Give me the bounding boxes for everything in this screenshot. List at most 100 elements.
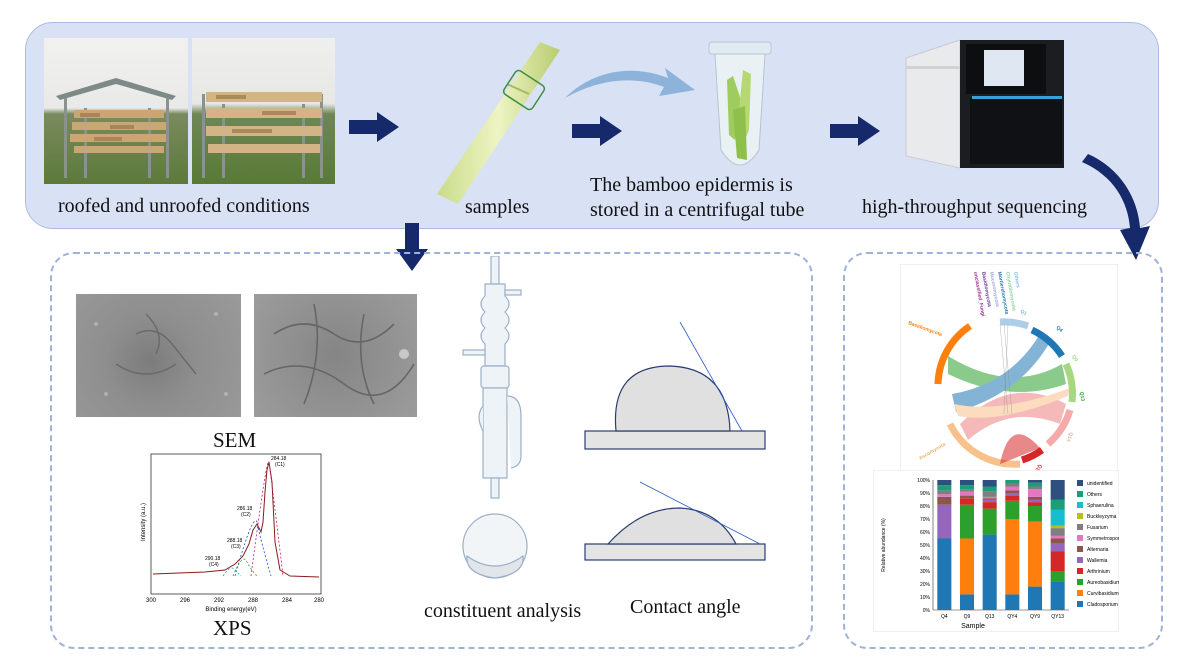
bar-segment: [1050, 509, 1065, 526]
bar-segment: [959, 495, 975, 499]
bar-segment: [937, 538, 952, 610]
legend-label: Buckleyzyma: [1087, 514, 1117, 520]
legend-swatch: [1077, 480, 1083, 486]
centrifuge-tube-image: [708, 41, 772, 166]
chord-taxon-label: Others: [1012, 271, 1021, 288]
bar-segment: [982, 480, 997, 487]
legend-label: Others: [1087, 492, 1103, 498]
analysis-panel: [50, 252, 813, 649]
bar-segment: [1027, 486, 1043, 490]
bar-segment: [982, 502, 997, 509]
bar-segment: [1050, 538, 1065, 544]
storage-label-line1: The bamboo epidermis is: [590, 174, 793, 196]
bar-segment: [937, 494, 952, 497]
bar-segment: [959, 538, 975, 595]
xps-peak-c3-value: 288.18: [227, 538, 243, 544]
bar-segment: [959, 491, 975, 496]
chord-diagram: Q1 Q4 Q9 Q13 Q14 Q19 Basidiomycota Ascom…: [900, 264, 1118, 474]
legend-swatch: [1077, 513, 1083, 519]
arrow-right-icon: [830, 116, 880, 146]
bar-segment: [982, 496, 997, 499]
legend-label: Cladosporium: [1087, 602, 1118, 608]
bar-segment: [1027, 482, 1043, 487]
xps-plot: 284.18 (C1) 286.18 (C2) 288.18 (C3) 290.…: [141, 453, 325, 613]
bar-x-tick: Q4: [941, 614, 948, 620]
bar-x-tick: Q9: [964, 614, 971, 620]
xps-peak-c4-name: (C4): [209, 562, 219, 568]
legend-swatch: [1077, 601, 1083, 607]
chord-label-q1: Q1: [1019, 309, 1028, 318]
conditions-label: roofed and unroofed conditions: [58, 195, 310, 217]
bar-segment: [982, 499, 997, 503]
legend-swatch: [1077, 491, 1083, 497]
contact-angle-diagram-1: [584, 321, 766, 450]
legend-swatch: [1077, 568, 1083, 574]
bar-y-tick: 90%: [920, 491, 931, 497]
xps-peak-c2-value: 286.18: [237, 506, 253, 512]
legend-swatch: [1077, 546, 1083, 552]
bar-segment: [1027, 480, 1043, 483]
bar-y-label: Relative abundance (%): [881, 518, 887, 572]
sem-label: SEM: [213, 428, 257, 452]
bar-segment: [1005, 480, 1020, 484]
storage-label-line2: stored in a centrifugal tube: [590, 199, 805, 221]
bar-y-tick: 60%: [920, 530, 931, 536]
bar-y-tick: 0%: [923, 608, 931, 614]
legend-label: Arthrinium: [1087, 569, 1110, 575]
legend-label: Sphaerulina: [1087, 503, 1114, 509]
bar-segment: [959, 485, 975, 490]
bar-segment: [1050, 543, 1065, 552]
bar-y-tick: 20%: [920, 582, 931, 588]
legend-label: Wallemia: [1087, 558, 1108, 564]
bar-segment: [959, 504, 975, 539]
bar-segment: [1050, 535, 1065, 539]
xps-peak-c1-name: (C1): [275, 462, 285, 468]
xps-peak-c4-value: 290.18: [205, 556, 221, 562]
legend-label: Alternaria: [1087, 547, 1109, 553]
bar-segment: [1005, 493, 1020, 496]
xps-x-ticks: 300 296 292 288 284 280: [146, 598, 325, 604]
bar-segment: [1050, 528, 1065, 536]
bar-x-tick: Q13: [985, 614, 995, 620]
bar-x-tick: QY9: [1030, 614, 1040, 620]
bar-y-tick: 50%: [920, 543, 931, 549]
results-panel: [843, 252, 1163, 649]
bar-y-tick: 30%: [920, 569, 931, 575]
legend-swatch: [1077, 557, 1083, 563]
xps-label: XPS: [213, 616, 252, 640]
bar-segment: [1005, 519, 1020, 595]
bar-y-tick: 80%: [920, 504, 931, 510]
arrow-down-icon: [396, 223, 428, 271]
legend-label: Aureobasidium: [1087, 580, 1119, 586]
bamboo-sample-image: [437, 42, 560, 204]
bar-segment: [1005, 500, 1020, 519]
bar-y-tick: 70%: [920, 517, 931, 523]
bar-segment: [1050, 499, 1065, 510]
bar-segment: [982, 508, 997, 535]
bar-segment: [937, 490, 952, 495]
bar-segment: [1005, 486, 1020, 491]
legend-label: Curvibasidium: [1087, 591, 1119, 597]
arrow-right-icon: [572, 116, 622, 146]
chord-label-q9: Q9: [1070, 354, 1079, 363]
bar-segment: [1027, 521, 1043, 587]
bar-segment: [1027, 489, 1043, 497]
bar-segment: [1027, 502, 1043, 506]
legend-swatch: [1077, 502, 1083, 508]
bar-segment: [959, 498, 975, 505]
legend-swatch: [1077, 535, 1083, 541]
xps-x-tick: 296: [180, 598, 191, 604]
sem-image-2: [254, 294, 417, 417]
arrow-right-icon: [349, 112, 399, 142]
sequencer-machine-image: [905, 39, 1064, 169]
bar-segment: [1027, 499, 1043, 503]
bar-y-tick: 40%: [920, 556, 931, 562]
xps-x-tick: 280: [314, 598, 325, 604]
sequencing-label: high-throughput sequencing: [862, 196, 1087, 218]
bar-segment: [1050, 551, 1065, 571]
samples-label: samples: [465, 196, 530, 218]
bar-segment: [937, 504, 952, 539]
legend-swatch: [1077, 524, 1083, 530]
bar-segment: [982, 491, 997, 497]
bar-segment: [1050, 581, 1065, 610]
